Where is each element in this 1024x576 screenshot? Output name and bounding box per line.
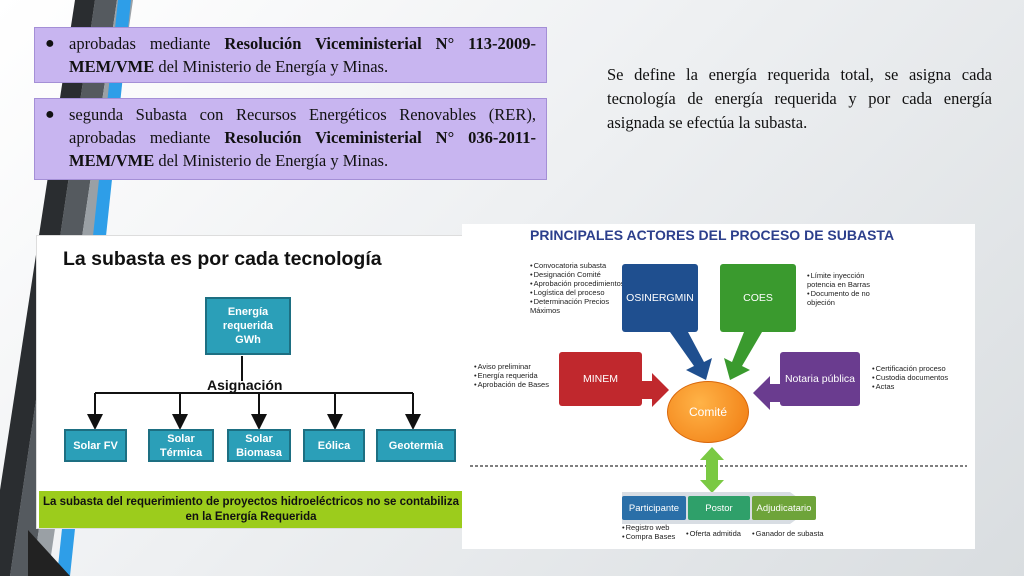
description-paragraph: Se define la energía requerida total, se…: [607, 65, 992, 132]
coes-notes: Límite inyección potencia en Barras Docu…: [807, 271, 892, 307]
bullet-1-text: aprobadas mediante Resolución Viceminist…: [69, 34, 537, 76]
bullet-box-1: ● aprobadas mediante Resolución Vicemini…: [34, 27, 547, 83]
actors-diagram-title: PRINCIPALES ACTORES DEL PROCESO DE SUBAS…: [530, 227, 895, 243]
technology-diagram-title: La subasta es por cada tecnología: [63, 248, 382, 270]
bullet-2-text: segunda Subasta con Recursos Energéticos…: [69, 105, 537, 170]
bullet-dot: ●: [45, 35, 55, 52]
assignment-label: Asignación: [207, 377, 283, 393]
actors-diagram: PRINCIPALES ACTORES DEL PROCESO DE SUBAS…: [462, 224, 975, 549]
technology-connectors: [87, 356, 421, 430]
minem-notes: Aviso preliminar Energía requerida Aprob…: [474, 362, 564, 389]
actor-comite: Comité: [667, 381, 749, 443]
osinergmin-notes: Convocatoria subasta Designación Comité …: [530, 261, 625, 315]
tech-box-eolica: Eólica: [303, 429, 365, 462]
hydro-footer-note: La subasta del requerimiento de proyecto…: [39, 491, 463, 528]
stage-adjudicatario: Adjudicatario: [752, 496, 816, 520]
bullet-dot: ●: [45, 106, 55, 123]
tech-box-geotermia: Geotermia: [376, 429, 456, 462]
postor-notes: Oferta admitida: [686, 529, 756, 538]
tech-box-solar-fv: Solar FV: [64, 429, 127, 462]
participante-notes: Registro web Compra Bases: [622, 523, 688, 541]
stage-postor: Postor: [688, 496, 750, 520]
adjudicatario-notes: Ganador de subasta: [752, 529, 832, 538]
stage-participante: Participante: [622, 496, 686, 520]
technology-diagram: La subasta es por cada tecnología Energí…: [36, 235, 464, 529]
notaria-notes: Certificación proceso Custodia documento…: [872, 364, 967, 391]
actor-minem: MINEM: [559, 352, 642, 406]
actor-notaria-publica: Notaria pública: [780, 352, 860, 406]
actor-coes: COES: [720, 264, 796, 332]
actor-osinergmin: OSINERGMIN: [622, 264, 698, 332]
bullet-box-2: ● segunda Subasta con Recursos Energétic…: [34, 98, 547, 180]
